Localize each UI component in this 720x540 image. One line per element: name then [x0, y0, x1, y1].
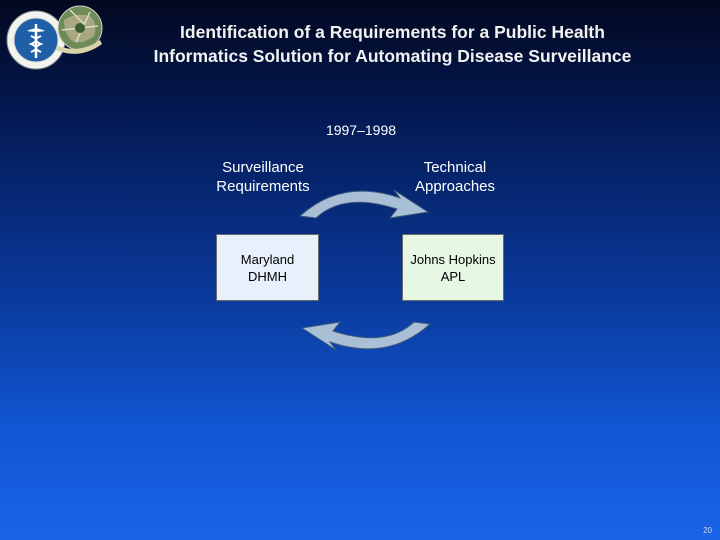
- box-line: Maryland: [240, 251, 295, 267]
- maryland-dhmh-box: Maryland DHMH: [216, 234, 319, 301]
- top-curved-arrow: [298, 189, 430, 219]
- year-range: 1997–1998: [325, 122, 397, 138]
- cycle-arrows: [298, 189, 432, 351]
- slide-title: Identification of a Requirements for a P…: [100, 20, 685, 68]
- label-line: Technical: [423, 159, 487, 176]
- box-line: Johns Hopkins: [410, 251, 496, 267]
- institution-logo: [6, 5, 103, 70]
- label-line: Surveillance: [222, 159, 304, 176]
- title-line-1: Identification of a Requirements for a P…: [180, 22, 605, 42]
- bottom-curved-arrow: [300, 321, 432, 351]
- johns-hopkins-apl-box: Johns Hopkins APL: [402, 234, 504, 301]
- label-line: Requirements: [216, 178, 310, 195]
- label-line: Approaches: [414, 178, 496, 195]
- title-line-2: Informatics Solution for Automating Dise…: [153, 46, 632, 66]
- box-line: APL: [440, 268, 466, 284]
- surveillance-requirements-label: Surveillance Requirements: [203, 158, 323, 196]
- box-line: DHMH: [248, 268, 287, 284]
- technical-approaches-label: Technical Approaches: [400, 158, 510, 196]
- page-number: 20: [703, 526, 712, 535]
